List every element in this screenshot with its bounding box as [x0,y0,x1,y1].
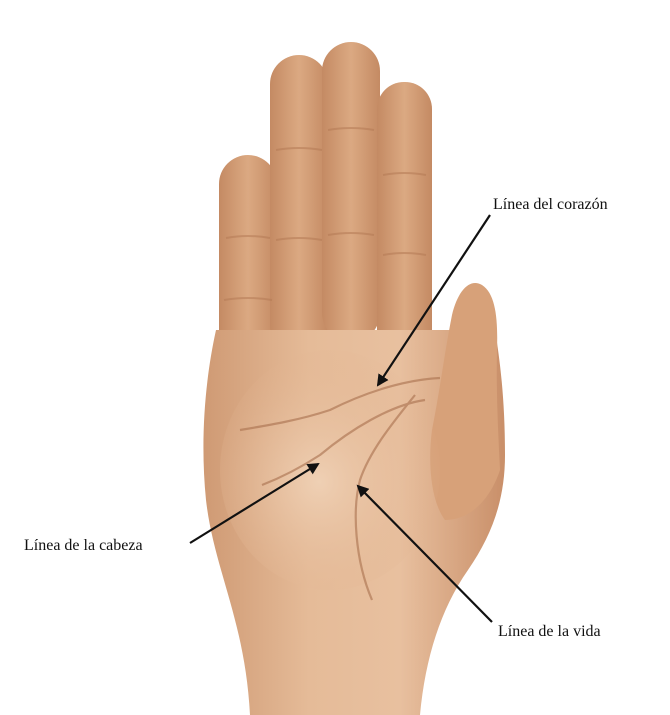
head-line-label: Línea de la cabeza [24,537,143,554]
thumb [430,283,500,520]
ring-finger [322,42,380,342]
life-line-label: Línea de la vida [498,623,601,640]
hand-illustration [203,42,505,715]
middle-finger [270,55,328,355]
heart-line-label: Línea del corazón [493,196,608,213]
